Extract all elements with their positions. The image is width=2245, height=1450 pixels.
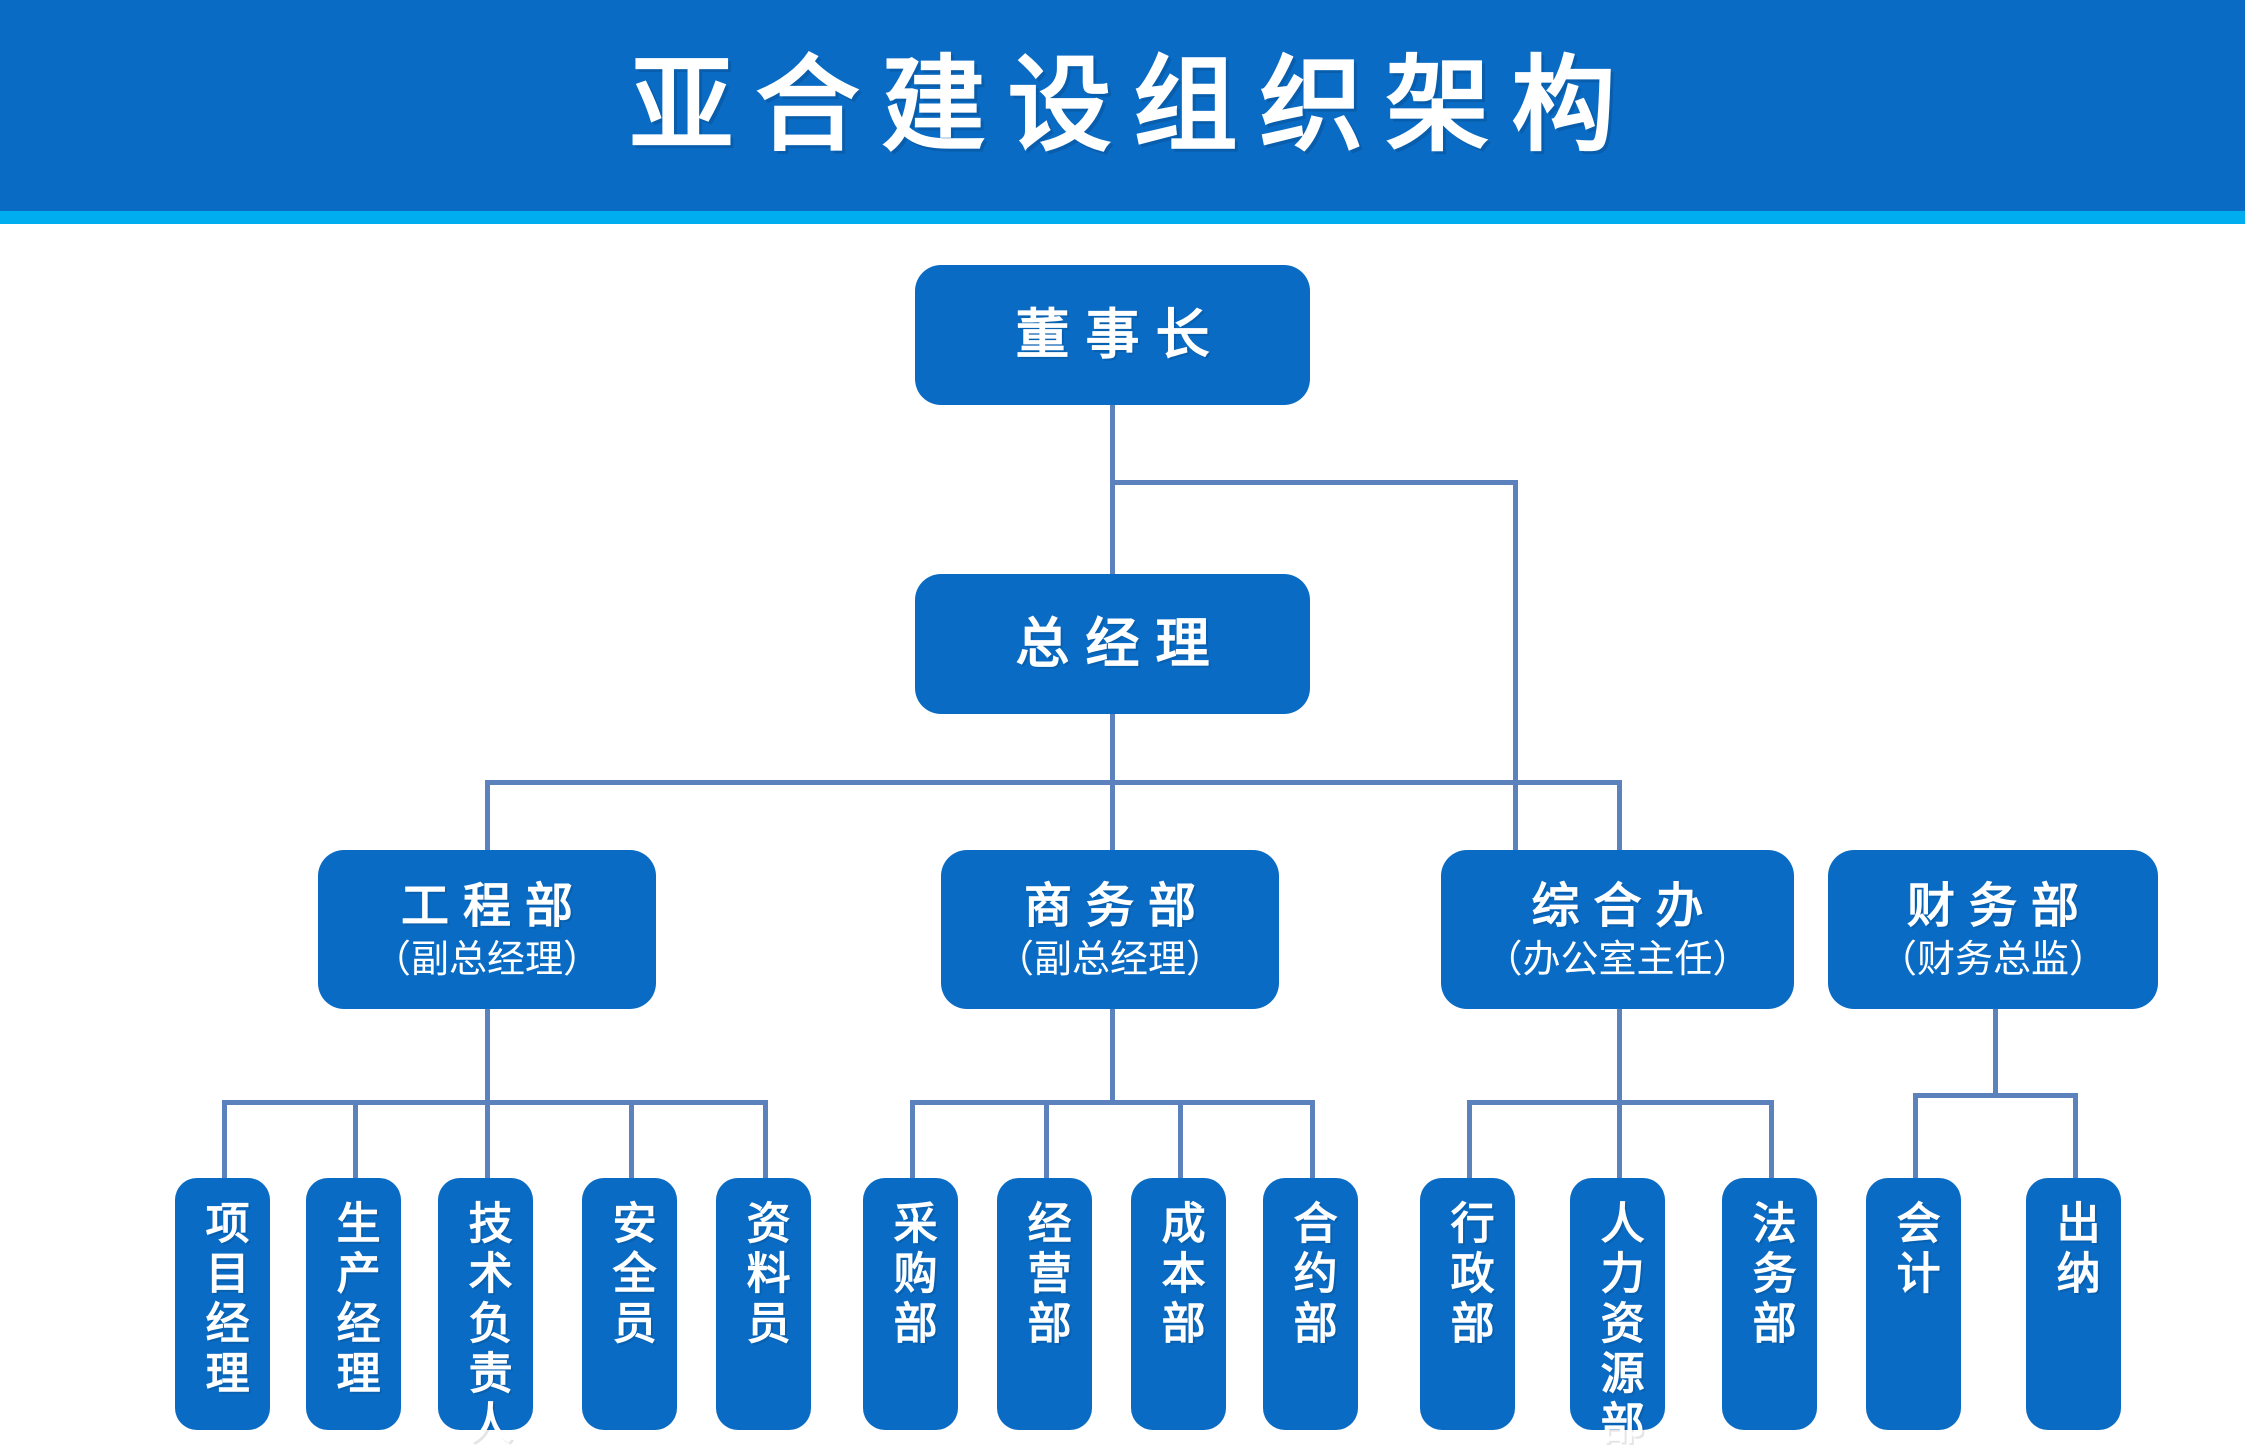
- node-contract-department-label: 合约部: [1286, 1200, 1336, 1350]
- node-finance-department[interactable]: 财务部 （财务总监）: [1828, 850, 2158, 1009]
- node-human-resources-department-label: 人力资源部: [1593, 1200, 1643, 1450]
- node-contract-department[interactable]: 合约部: [1263, 1178, 1358, 1430]
- node-accountant-label: 会计: [1889, 1200, 1939, 1300]
- connector-finance-drop: [1513, 480, 1518, 850]
- node-project-manager-label: 项目经理: [198, 1200, 248, 1400]
- page-title: 亚合建设组织架构: [629, 47, 1638, 164]
- node-finance-department-subtitle: （财务总监）: [1878, 938, 2107, 981]
- connector-gm-stem: [1110, 714, 1115, 780]
- node-operations-department[interactable]: 经营部: [997, 1178, 1092, 1430]
- connector-engineering-bar: [222, 1100, 768, 1105]
- node-document-clerk[interactable]: 资料员: [716, 1178, 811, 1430]
- connector-admin-drop-1: [1467, 1100, 1472, 1178]
- connector-engineering-drop-3: [485, 1100, 490, 1178]
- node-admin-office-label: 综合办: [1531, 879, 1718, 933]
- node-procurement-department-label: 采购部: [886, 1200, 936, 1350]
- connector-finance-stem: [1993, 1009, 1998, 1093]
- connector-chairman-stem: [1110, 405, 1115, 480]
- connector-business-drop-2: [1044, 1100, 1049, 1178]
- connector-finance-bar: [1913, 1093, 2078, 1098]
- node-production-manager-label: 生产经理: [329, 1200, 379, 1400]
- node-business-department[interactable]: 商务部 （副总经理）: [941, 850, 1279, 1009]
- node-engineering-department[interactable]: 工程部 （副总经理）: [318, 850, 656, 1009]
- connector-dept-bar: [485, 780, 1622, 785]
- node-project-manager[interactable]: 项目经理: [175, 1178, 270, 1430]
- connector-admin-drop-2: [1617, 1100, 1622, 1178]
- connector-business-bar: [910, 1100, 1314, 1105]
- node-chairman-label: 董事长: [1015, 304, 1226, 365]
- node-human-resources-department[interactable]: 人力资源部: [1570, 1178, 1665, 1450]
- connector-business-drop-1: [910, 1100, 915, 1178]
- node-cashier-label: 出纳: [2049, 1200, 2099, 1300]
- header-banner: 亚合建设组织架构: [0, 0, 2245, 211]
- node-operations-department-label: 经营部: [1020, 1200, 1070, 1350]
- connector-finance-drop-1: [1913, 1093, 1918, 1178]
- header-accent-strip: [0, 211, 2245, 224]
- connector-engineering-drop-5: [763, 1100, 768, 1178]
- connector-dept-drop-engineering: [485, 780, 490, 850]
- node-legal-department[interactable]: 法务部: [1722, 1178, 1817, 1430]
- node-administration-department[interactable]: 行政部: [1420, 1178, 1515, 1430]
- node-general-manager-label: 总经理: [1015, 613, 1226, 674]
- connector-business-drop-3: [1178, 1100, 1183, 1178]
- node-engineering-department-label: 工程部: [400, 879, 587, 933]
- node-accountant[interactable]: 会计: [1866, 1178, 1961, 1430]
- node-admin-office[interactable]: 综合办 （办公室主任）: [1441, 850, 1794, 1009]
- connector-business-stem: [1110, 1009, 1115, 1100]
- connector-dept-drop-business: [1110, 780, 1115, 850]
- connector-layer: [0, 224, 2245, 1434]
- node-production-manager[interactable]: 生产经理: [306, 1178, 401, 1430]
- connector-business-drop-4: [1310, 1100, 1315, 1178]
- node-cost-department[interactable]: 成本部: [1131, 1178, 1226, 1430]
- node-engineering-department-subtitle: （副总经理）: [372, 938, 601, 981]
- node-procurement-department[interactable]: 采购部: [863, 1178, 958, 1430]
- connector-engineering-drop-2: [353, 1100, 358, 1178]
- node-safety-officer[interactable]: 安全员: [582, 1178, 677, 1430]
- node-technical-lead-label: 技术负责人: [461, 1200, 511, 1450]
- node-admin-office-subtitle: （办公室主任）: [1484, 938, 1751, 981]
- connector-engineering-drop-4: [629, 1100, 634, 1178]
- node-document-clerk-label: 资料员: [739, 1200, 789, 1350]
- node-administration-department-label: 行政部: [1443, 1200, 1493, 1350]
- node-chairman[interactable]: 董事长: [915, 265, 1310, 405]
- connector-admin-drop-3: [1769, 1100, 1774, 1178]
- node-finance-department-label: 财务部: [1906, 879, 2093, 933]
- node-technical-lead[interactable]: 技术负责人: [438, 1178, 533, 1450]
- connector-admin-stem: [1617, 1009, 1622, 1100]
- org-chart: 董事长 总经理 工程部 （副总经理） 商务部 （副总经理） 综合办 （办公室主任…: [0, 224, 2245, 1450]
- node-business-department-label: 商务部: [1023, 879, 1210, 933]
- node-cashier[interactable]: 出纳: [2026, 1178, 2121, 1430]
- connector-chairman-to-gm: [1110, 480, 1115, 600]
- node-cost-department-label: 成本部: [1154, 1200, 1204, 1350]
- connector-engineering-drop-1: [222, 1100, 227, 1178]
- node-safety-officer-label: 安全员: [605, 1200, 655, 1350]
- connector-finance-drop-2: [2073, 1093, 2078, 1178]
- node-legal-department-label: 法务部: [1745, 1200, 1795, 1350]
- node-general-manager[interactable]: 总经理: [915, 574, 1310, 714]
- node-business-department-subtitle: （副总经理）: [995, 938, 1224, 981]
- connector-chairman-to-finance-bar: [1110, 480, 1518, 485]
- connector-engineering-stem: [485, 1009, 490, 1100]
- connector-dept-drop-admin: [1617, 780, 1622, 850]
